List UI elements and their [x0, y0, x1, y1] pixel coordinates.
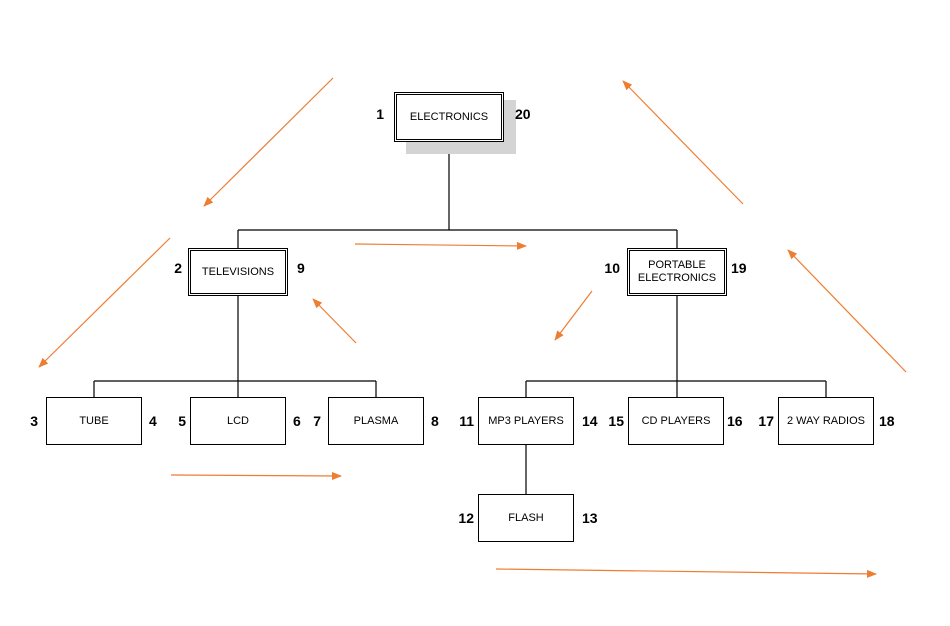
traversal-arrow-7 [495, 568, 877, 578]
traversal-arrow-3 [170, 471, 342, 480]
node-portable-electronics: PORTABLE ELECTRONICS [627, 248, 727, 296]
traversal-arrow-8 [787, 249, 907, 373]
node-televisions: TELEVISIONS [188, 248, 288, 296]
node-plasma: PLASMA [328, 397, 424, 445]
traversal-arrows [38, 77, 907, 578]
node-electronics: ELECTRONICS [394, 92, 504, 142]
connector-lines [93, 142, 827, 494]
plasma-pre-number: 7 [313, 413, 321, 429]
traversal-arrow-4 [312, 298, 357, 344]
tube-pre-number: 3 [30, 413, 38, 429]
node-mp3-players-label: MP3 PLAYERS [488, 414, 564, 427]
mp3-players-post-number: 14 [582, 413, 598, 429]
traversal-arrow-2 [38, 237, 171, 368]
node-tube-label: TUBE [79, 414, 109, 427]
node-mp3-players: MP3 PLAYERS [478, 397, 574, 445]
lcd-pre-number: 5 [178, 413, 186, 429]
plasma-post-number: 8 [431, 413, 439, 429]
mp3-players-pre-number: 11 [459, 413, 474, 429]
node-portable-electronics-label: PORTABLE ELECTRONICS [638, 259, 716, 284]
electronics-pre-number: 1 [376, 106, 384, 122]
node-tube: TUBE [46, 397, 142, 445]
televisions-post-number: 9 [297, 260, 305, 276]
flash-post-number: 13 [582, 510, 598, 526]
node-2-way-radios-label: 2 WAY RADIOS [786, 414, 866, 427]
node-2-way-radios: 2 WAY RADIOS [778, 397, 874, 445]
portable-post-number: 19 [731, 260, 747, 276]
lcd-post-number: 6 [293, 413, 301, 429]
traversal-arrow-1 [203, 77, 334, 207]
node-portable-electronics-label-line-2: ELECTRONICS [637, 272, 717, 284]
tube-post-number: 4 [149, 413, 157, 429]
node-electronics-label: ELECTRONICS [409, 110, 489, 123]
electronics-post-number: 20 [515, 106, 531, 122]
traversal-arrow-6 [554, 290, 593, 341]
2-way-radios-pre-number: 17 [758, 413, 774, 429]
flash-pre-number: 12 [458, 510, 474, 526]
traversal-arrow-9 [622, 80, 744, 205]
televisions-pre-number: 2 [174, 260, 182, 276]
traversal-arrow-5 [354, 241, 527, 250]
node-cd-players: CD PLAYERS [628, 397, 724, 445]
node-flash-label: FLASH [508, 511, 544, 524]
node-cd-players-label: CD PLAYERS [641, 414, 711, 427]
node-televisions-label: TELEVISIONS [201, 265, 275, 278]
node-portable-electronics-label-line-1: PORTABLE [648, 259, 706, 272]
node-lcd-label: LCD [226, 414, 249, 427]
2-way-radios-post-number: 18 [879, 413, 895, 429]
cd-players-post-number: 16 [727, 413, 743, 429]
node-lcd: LCD [190, 397, 286, 445]
portable-pre-number: 10 [604, 260, 620, 276]
node-flash: FLASH [478, 494, 574, 542]
cd-players-pre-number: 15 [608, 413, 624, 429]
node-plasma-label: PLASMA [353, 414, 399, 427]
